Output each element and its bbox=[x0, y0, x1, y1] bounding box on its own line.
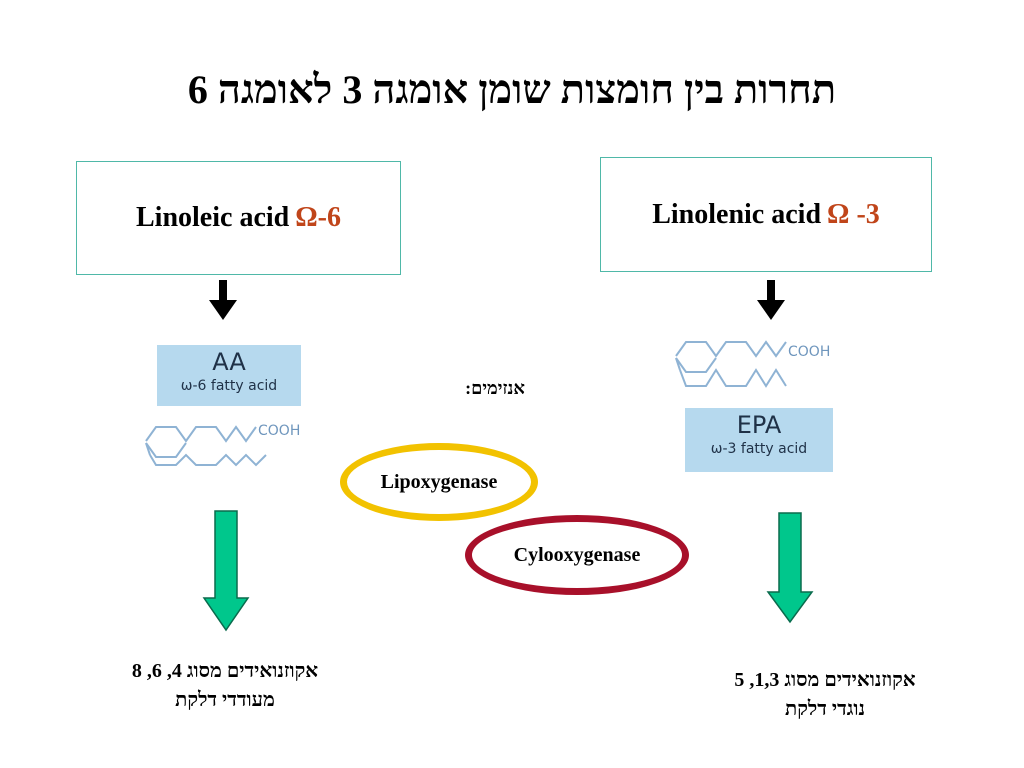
lipoxygenase-label: Lipoxygenase bbox=[380, 470, 498, 493]
linoleic-acid-label: Linoleic acid bbox=[136, 202, 290, 233]
pro-inflammatory-line1: אקוזנואידים מסוג 4, 6, 8 bbox=[131, 660, 319, 682]
epa-tag-title: EPA bbox=[736, 411, 782, 439]
anti-inflammatory-line1: אקוזנואידים מסוג 1,3, 5 bbox=[734, 669, 916, 691]
left-down-arrow-icon bbox=[209, 280, 237, 320]
linoleic-acid-box: Linoleic acid Ω-6 bbox=[76, 161, 401, 275]
pro-inflammatory-line2: מעודדי דלקת bbox=[175, 689, 275, 711]
lipoxygenase-ellipse: Lipoxygenase bbox=[340, 443, 538, 521]
anti-inflammatory-text: אקוזנואידים מסוג 1,3, 5 נוגדי דלקת bbox=[680, 666, 970, 724]
right-green-arrow-icon bbox=[766, 512, 814, 624]
aa-tag-subtitle: ω-6 fatty acid bbox=[180, 378, 278, 394]
epa-molecule-panel: COOH EPA ω-3 fatty acid bbox=[660, 330, 870, 480]
linolenic-acid-box: Linolenic acid Ω -3 bbox=[600, 157, 932, 272]
cyclooxygenase-label: Cylooxygenase bbox=[513, 543, 641, 566]
epa-cooh-label: COOH bbox=[788, 344, 830, 360]
aa-cooh-label: COOH bbox=[258, 423, 300, 439]
cyclooxygenase-ellipse: Cylooxygenase bbox=[465, 515, 689, 595]
enzymes-label: אנזימים: bbox=[465, 378, 525, 398]
anti-inflammatory-line2: נוגדי דלקת bbox=[785, 698, 865, 720]
left-green-arrow-icon bbox=[202, 510, 250, 632]
epa-structure-icon: COOH bbox=[675, 340, 830, 388]
omega-6-label: Ω-6 bbox=[295, 202, 341, 233]
omega-3-label: Ω -3 bbox=[827, 198, 880, 230]
pro-inflammatory-text: אקוזנואידים מסוג 4, 6, 8 מעודדי דלקת bbox=[80, 657, 370, 715]
aa-structure-icon: COOH bbox=[145, 423, 300, 467]
aa-molecule-panel: AA ω-6 fatty acid COOH bbox=[130, 325, 330, 485]
aa-tag-title: AA bbox=[212, 348, 246, 376]
page-title: תחרות בין חומצות שומן אומגה 3 לאומגה 6 bbox=[187, 67, 837, 112]
linolenic-acid-label: Linolenic acid bbox=[652, 198, 822, 230]
right-down-arrow-icon bbox=[757, 280, 785, 320]
aa-tag: AA ω-6 fatty acid bbox=[157, 345, 301, 406]
epa-tag: EPA ω-3 fatty acid bbox=[685, 408, 833, 472]
epa-tag-subtitle: ω-3 fatty acid bbox=[710, 441, 808, 457]
